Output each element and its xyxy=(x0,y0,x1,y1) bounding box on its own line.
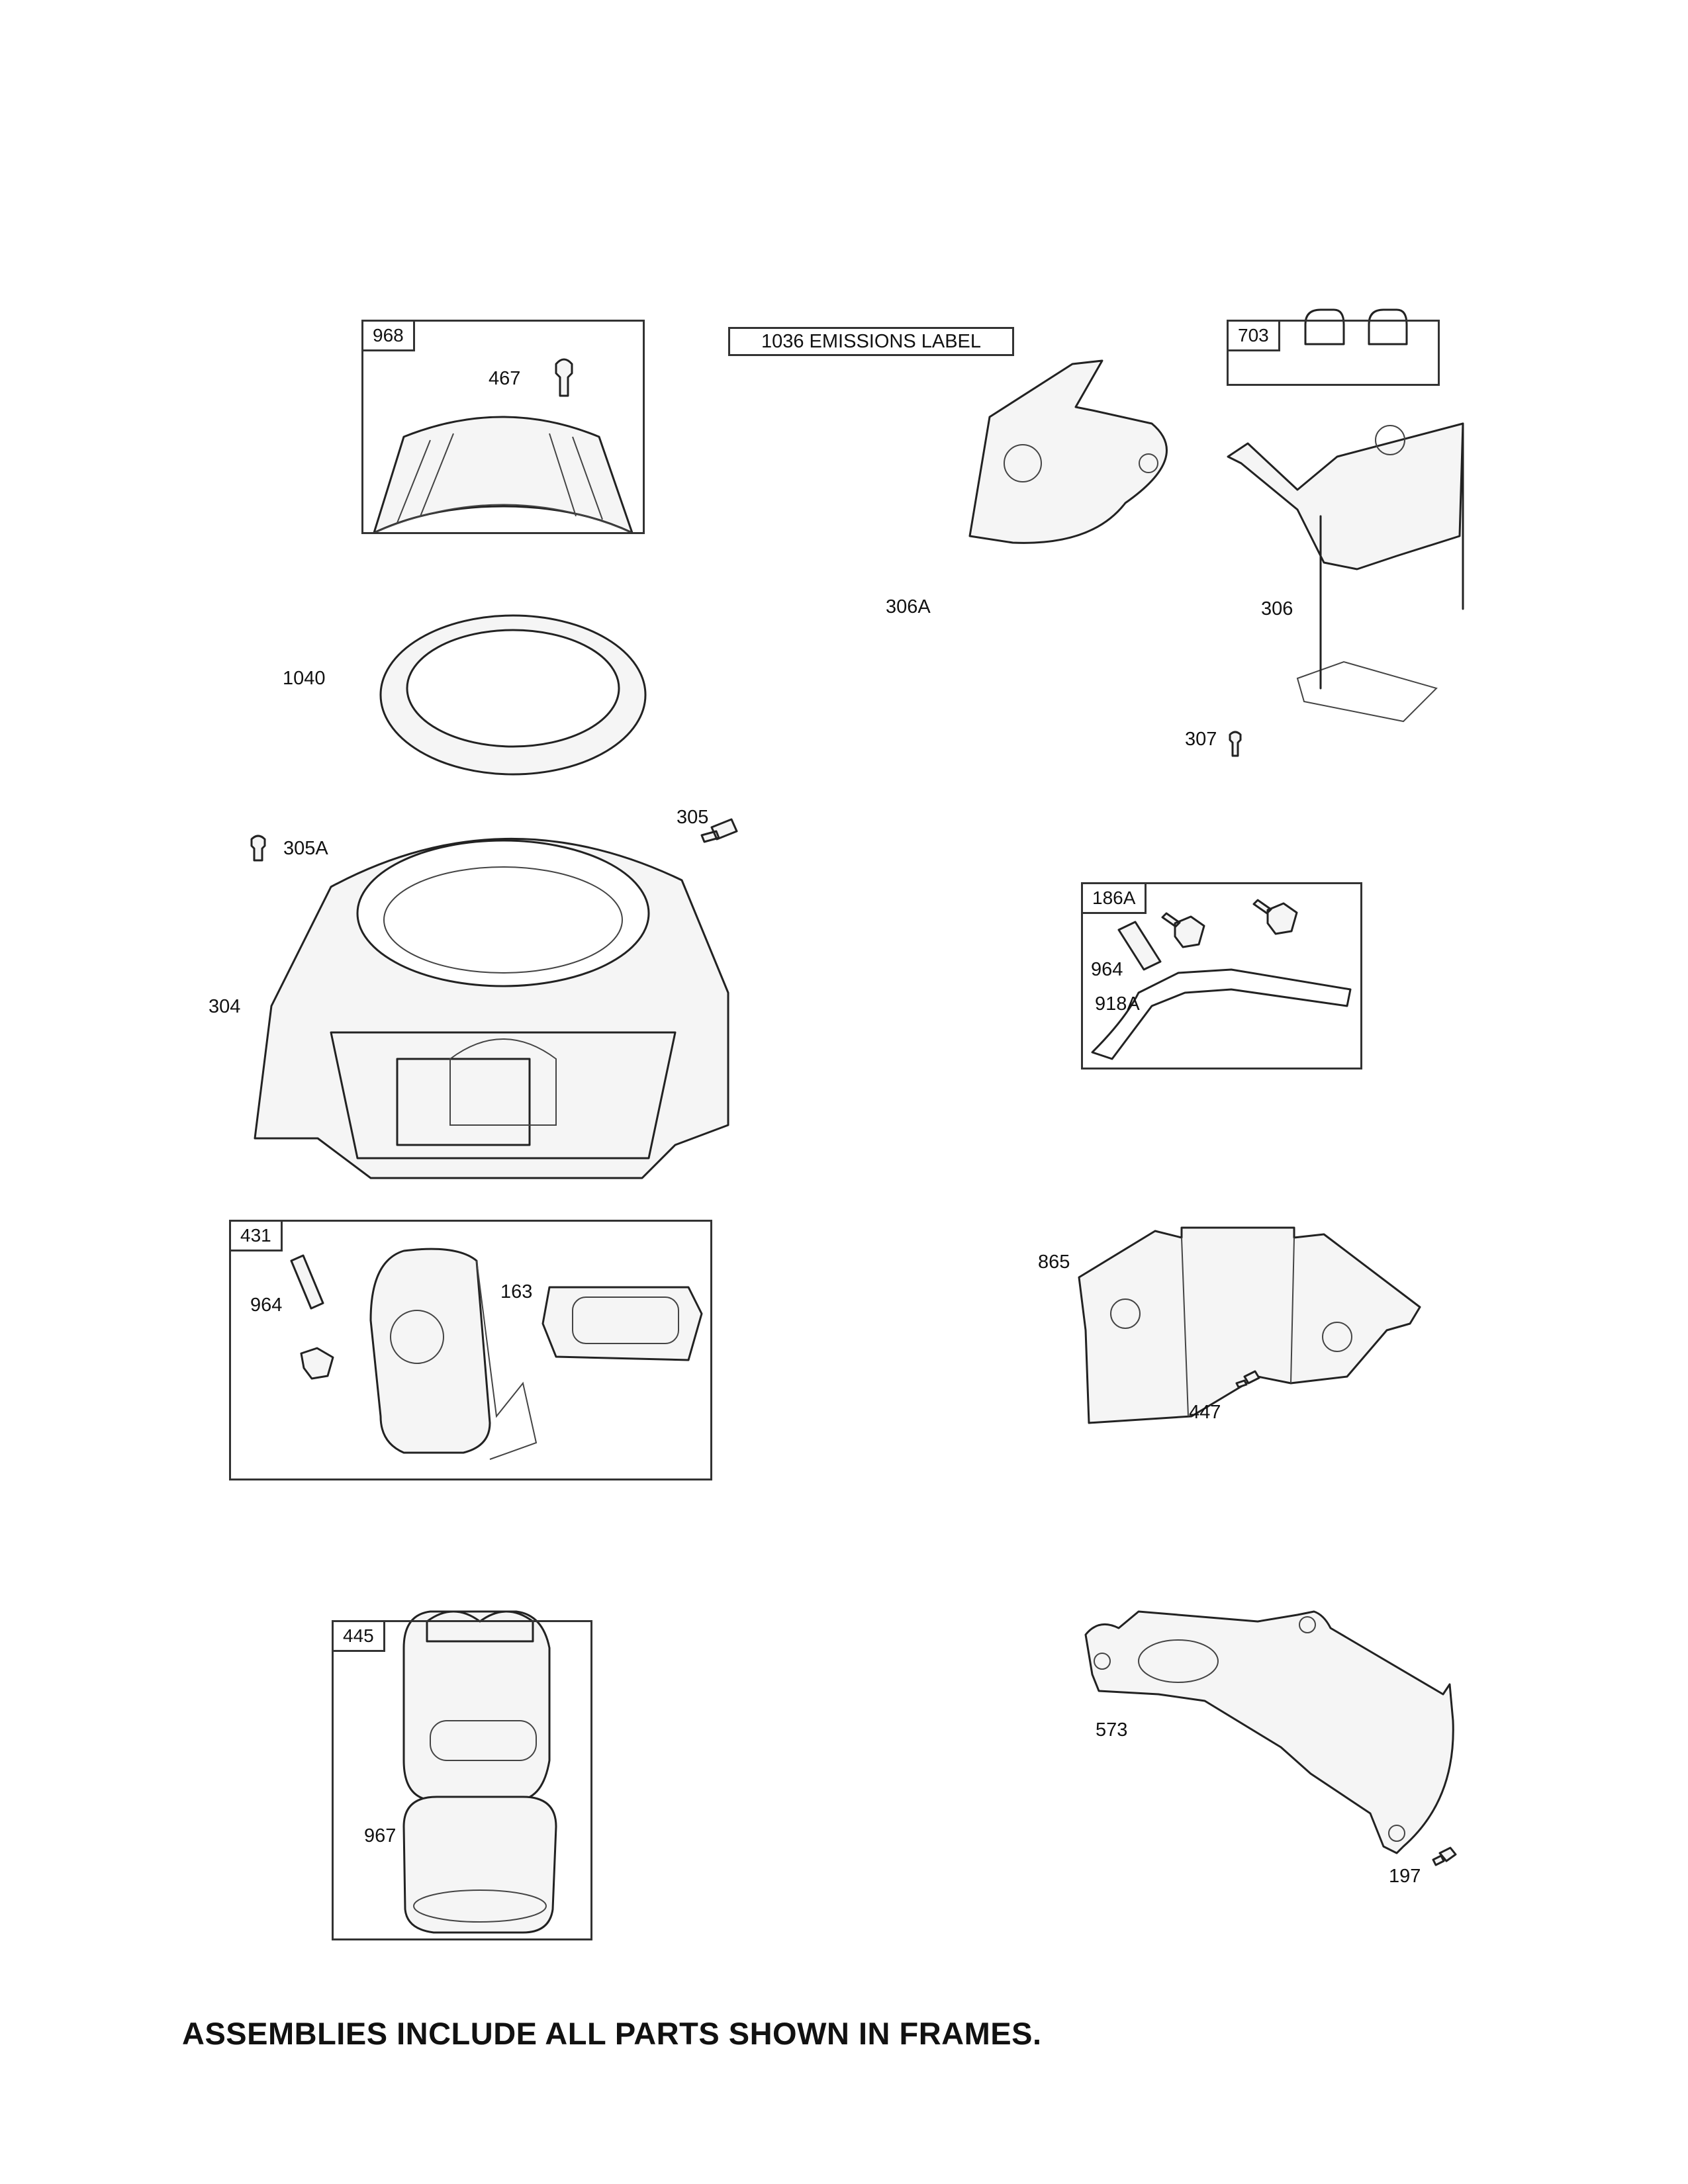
frame-703-tag: 703 xyxy=(1229,322,1280,351)
part-305-screw xyxy=(700,818,738,843)
footer-note: ASSEMBLIES INCLUDE ALL PARTS SHOWN IN FR… xyxy=(182,2016,1042,2051)
part-304-blower-housing xyxy=(254,838,729,1179)
part-865-baffle xyxy=(1078,1226,1421,1424)
callout-967: 967 xyxy=(364,1825,397,1846)
part-197-screw xyxy=(1432,1846,1457,1866)
callout-964-kit: 964 xyxy=(1091,959,1123,980)
frame-186A: 186A xyxy=(1081,882,1362,1069)
part-447-screw xyxy=(1235,1370,1260,1388)
callout-304: 304 xyxy=(209,996,241,1017)
part-467-screw xyxy=(555,358,573,397)
frame-445: 445 xyxy=(332,1620,592,1940)
frame-186A-tag: 186A xyxy=(1083,884,1147,914)
part-305A-screw xyxy=(250,835,266,862)
frame-968: 968 xyxy=(361,320,645,534)
callout-305A: 305A xyxy=(283,838,328,859)
part-445-air-filter xyxy=(402,1610,551,1801)
part-573-air-guide xyxy=(1084,1610,1454,1854)
callout-1040: 1040 xyxy=(283,668,326,689)
callout-306A: 306A xyxy=(886,596,931,617)
frame-431: 431 xyxy=(229,1220,712,1480)
part-307-screw xyxy=(1229,731,1242,757)
part-306A-shield xyxy=(968,359,1168,544)
frame-703: 703 xyxy=(1227,320,1440,386)
callout-573: 573 xyxy=(1096,1719,1128,1741)
callout-964: 964 xyxy=(250,1295,283,1316)
callout-163: 163 xyxy=(500,1281,533,1302)
callout-306: 306 xyxy=(1261,598,1293,619)
part-967-pre-cleaner xyxy=(402,1796,557,1934)
callout-865: 865 xyxy=(1038,1251,1070,1273)
callout-447: 447 xyxy=(1189,1402,1221,1423)
part-703-clips xyxy=(1304,308,1408,345)
callout-197: 197 xyxy=(1389,1866,1421,1887)
part-306-shield xyxy=(1227,422,1464,723)
part-431-breather-assembly xyxy=(290,1248,703,1460)
frame-431-tag: 431 xyxy=(231,1222,283,1251)
part-186A-tube-kit xyxy=(1091,899,1352,1060)
part-968-cover xyxy=(373,416,633,534)
frame-445-tag: 445 xyxy=(334,1622,385,1652)
frame-968-tag: 968 xyxy=(363,322,415,351)
part-1040-ring xyxy=(379,614,647,776)
callout-918A: 918A xyxy=(1095,993,1140,1015)
callout-307: 307 xyxy=(1185,729,1217,750)
callout-467: 467 xyxy=(489,368,521,389)
emissions-label-box: 1036 EMISSIONS LABEL xyxy=(728,327,1014,356)
callout-305: 305 xyxy=(677,807,709,828)
